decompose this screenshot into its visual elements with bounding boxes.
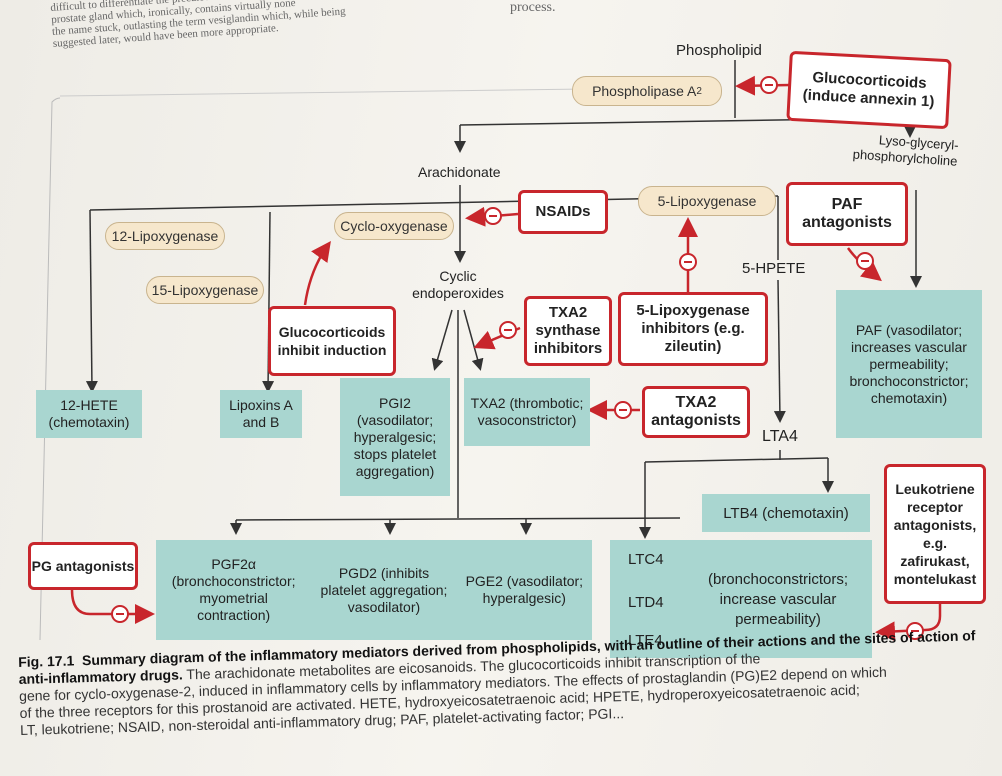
pgd2-text: PGD2 (inhibits platelet aggregation; vas… — [320, 564, 448, 615]
paf-box: PAF (vasodilator; increases vascular per… — [836, 290, 982, 438]
inhibit-icon — [760, 76, 778, 94]
lipoxygenase-15-node: 15-Lipoxygenase — [146, 276, 264, 304]
pg-antagonists-box: PG antagonists — [28, 542, 138, 590]
lipoxygenase-12-node: 12-Lipoxygenase — [105, 222, 225, 250]
leukotriene-antagonists-box: Leukotriene receptor antagonists, e.g. z… — [884, 464, 986, 604]
glucocorticoids-inhibit-box: Glucocorticoids inhibit induction — [268, 306, 396, 376]
txa2-synthase-inhibitors-box: TXA2 synthase inhibitors — [524, 296, 612, 366]
glucocorticoids-annexin-box: Glucocorticoids (induce annexin 1) — [786, 50, 952, 130]
inhibit-icon — [111, 605, 129, 623]
inhibit-icon — [856, 252, 874, 270]
txa2-antagonists-box: TXA2 antagonists — [642, 386, 750, 438]
inhibit-icon — [499, 321, 517, 339]
nsaids-box: NSAIDs — [518, 190, 608, 234]
pge2-text: PGE2 (vasodilator; hyperalgesic) — [465, 573, 584, 606]
lipoxygenase-5-inhibitors-box: 5-Lipoxygenase inhibitors (e.g. zileutin… — [618, 292, 768, 366]
phospholipid-label: Phospholipid — [676, 42, 762, 59]
hpete-label: 5-HPETE — [742, 260, 806, 277]
lipoxygenase-5-node: 5-Lipoxygenase — [638, 186, 776, 216]
pgi2-box: PGI2 (vasodilator; hyperalgesic; stops p… — [340, 378, 450, 496]
arachidonate-label: Arachidonate — [418, 164, 501, 180]
prostaglandins-box: PGF2α (bronchoconstrictor; myometrial co… — [156, 540, 592, 640]
leukotriene-effects-text: (bronchoconstrictors; increase vascular … — [707, 571, 849, 628]
cyclo-oxygenase-node: Cyclo-oxygenase — [334, 212, 454, 240]
body-text-fragment: process. — [510, 0, 556, 15]
inhibit-icon — [906, 622, 924, 640]
hete-12-box: 12-HETE (chemotaxin) — [36, 390, 142, 438]
leukotrienes-box: LTC4 LTD4 LTE4 (bronchoconstrictors; inc… — [610, 540, 872, 658]
ltb4-box: LTB4 (chemotaxin) — [702, 494, 870, 532]
txa2-box: TXA2 (thrombotic; vasoconstrictor) — [464, 378, 590, 446]
lipoxins-box: Lipoxins A and B — [220, 390, 302, 438]
lte4-label: LTE4 — [628, 632, 663, 649]
inhibit-icon — [614, 401, 632, 419]
pgf2a-text: PGF2α (bronchoconstrictor; myometrial co… — [171, 556, 296, 623]
ltd4-label: LTD4 — [628, 594, 664, 611]
paf-antagonists-box: PAF antagonists — [786, 182, 908, 246]
inhibit-icon — [484, 207, 502, 225]
lta4-label: LTA4 — [762, 428, 798, 445]
ltc4-label: LTC4 — [628, 551, 664, 568]
cyclic-endoperoxides-label: Cyclic endoperoxides — [412, 268, 504, 301]
inhibit-icon — [679, 253, 697, 271]
